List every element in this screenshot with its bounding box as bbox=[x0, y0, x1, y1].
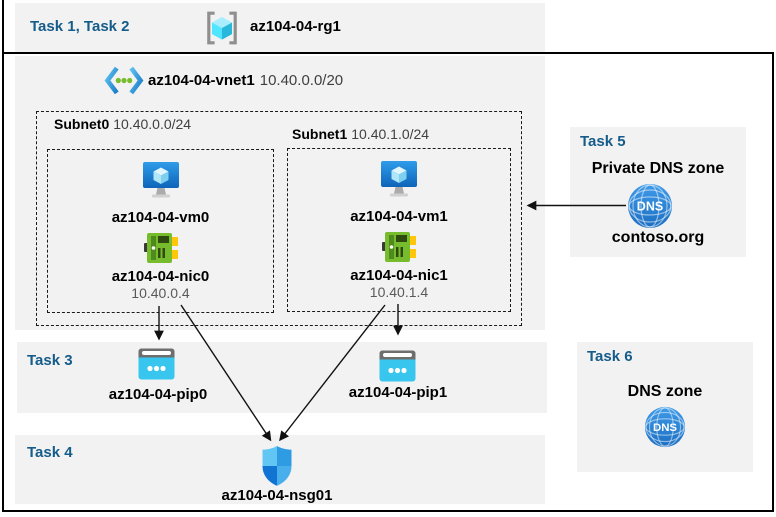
virtual-machine-icon bbox=[142, 162, 179, 198]
network-interface-icon bbox=[382, 232, 416, 262]
task6-label: Task 6 bbox=[587, 348, 633, 365]
virtual-machine-icon bbox=[381, 161, 417, 197]
network-security-group-icon bbox=[262, 446, 292, 486]
dns-zone-title: DNS zone bbox=[627, 383, 703, 400]
nic1-name: az104-04-nic1 bbox=[350, 267, 448, 284]
diagram-frame bbox=[2, 52, 774, 512]
task3-label: Task 3 bbox=[27, 352, 73, 369]
subnet0-name: Subnet0 bbox=[54, 116, 110, 132]
task4-label: Task 4 bbox=[27, 444, 73, 461]
svg-text:DNS: DNS bbox=[653, 422, 677, 434]
task5-box: Task 5 Private DNS zone DNS contoso.org bbox=[570, 127, 746, 257]
subnets-outer-box bbox=[36, 111, 522, 326]
public-ip-icon bbox=[138, 348, 175, 380]
task-1-2-label: Task 1, Task 2 bbox=[30, 18, 130, 35]
subnet1-box: az104-04-vm1 az104-04-nic1 10.40.1.4 bbox=[287, 148, 511, 312]
resource-group-name: az104-04-rg1 bbox=[250, 18, 341, 35]
pip0-name: az104-04-pip0 bbox=[108, 386, 208, 403]
svg-text:DNS: DNS bbox=[637, 200, 663, 214]
nic0-name: az104-04-nic0 bbox=[111, 268, 210, 285]
subnet1-cidr: 10.40.1.0/24 bbox=[351, 126, 430, 142]
pip1-name: az104-04-pip1 bbox=[348, 384, 448, 401]
private-dns-zone-title: Private DNS zone bbox=[591, 160, 725, 177]
task6-box: Task 6 DNS zone DNS bbox=[577, 342, 753, 472]
network-interface-icon bbox=[143, 233, 178, 263]
public-ip-icon bbox=[379, 350, 416, 382]
resource-group-icon bbox=[207, 11, 237, 45]
vnet-name: az104-04-vnet1 bbox=[148, 72, 255, 89]
subnet0-box: az104-04-vm0 az104-04-nic0 10.40.0.4 bbox=[47, 149, 274, 313]
task3-band: Task 3 az104-04-pip0 az104-04-pip1 bbox=[17, 342, 547, 413]
task4-band: Task 4 az104-04-nsg01 bbox=[15, 435, 545, 504]
vm1-name: az104-04-vm1 bbox=[350, 208, 448, 225]
nic1-ip: 10.40.1.4 bbox=[369, 284, 429, 300]
task5-label: Task 5 bbox=[580, 133, 626, 150]
resource-group-band: Task 1, Task 2 az104-04-rg1 bbox=[15, 3, 545, 52]
private-dns-zone-name: contoso.org bbox=[611, 229, 705, 246]
frame-left-stub bbox=[2, 0, 4, 54]
vnet-cidr: 10.40.0.0/20 bbox=[259, 72, 344, 89]
nsg-name: az104-04-nsg01 bbox=[221, 487, 333, 504]
dns-zone-icon: DNS bbox=[628, 184, 672, 228]
subnet1-name: Subnet1 bbox=[292, 126, 348, 142]
subnet0-cidr: 10.40.0.0/24 bbox=[113, 116, 192, 132]
vm0-name: az104-04-vm0 bbox=[111, 209, 210, 226]
virtual-network-icon bbox=[104, 66, 144, 95]
dns-zone-icon: DNS bbox=[644, 406, 686, 448]
nic0-ip: 10.40.0.4 bbox=[131, 285, 190, 301]
